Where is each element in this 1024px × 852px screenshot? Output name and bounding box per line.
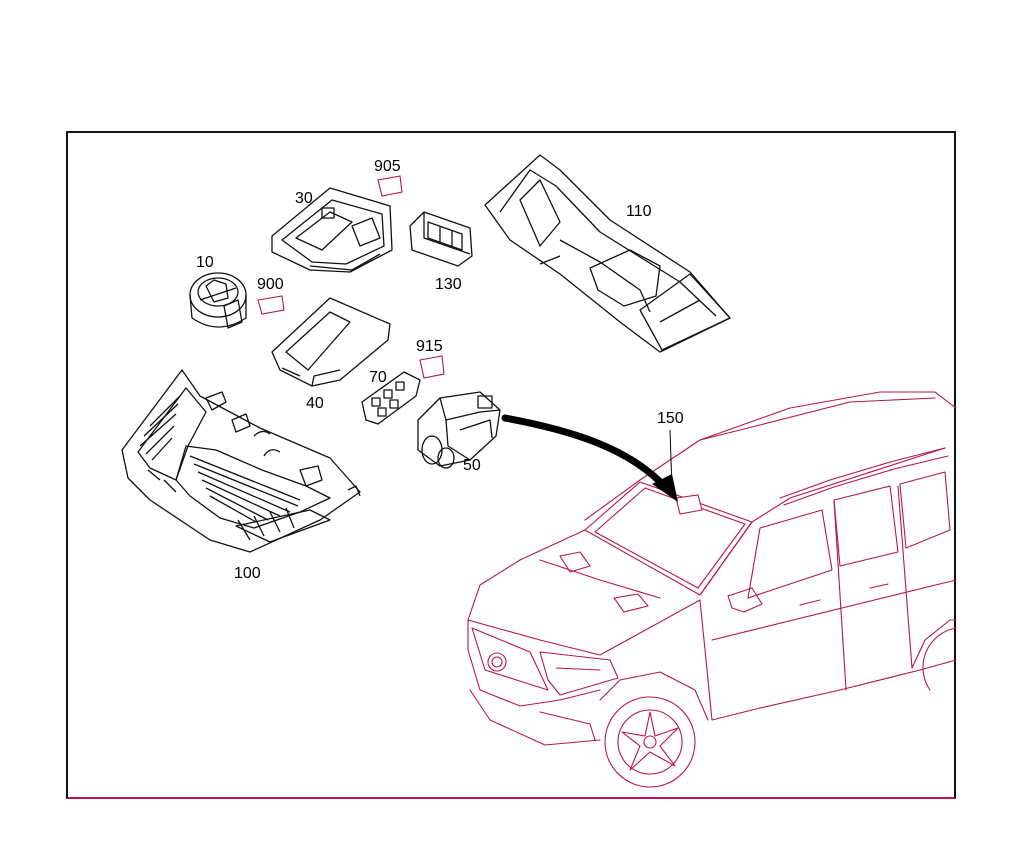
rain-sensor-marker	[675, 494, 703, 515]
part-70-control-panel	[361, 371, 421, 425]
callout-130: 130	[435, 276, 462, 293]
part-110-trim-panel	[484, 154, 731, 353]
callout-70: 70	[369, 369, 387, 386]
callout-30: 30	[295, 190, 313, 207]
diagram-frame	[66, 131, 956, 799]
part-50-sensor-module	[417, 391, 501, 469]
part-130-switch	[409, 211, 473, 267]
part-40-cover	[271, 297, 391, 387]
callout-40: 40	[306, 395, 324, 412]
part-900-cap	[257, 295, 285, 315]
callout-110: 110	[626, 203, 652, 220]
leader-150	[669, 429, 673, 491]
callout-50: 50	[463, 457, 481, 474]
callout-900: 900	[257, 276, 284, 293]
callout-100: 100	[234, 565, 261, 582]
callout-915: 915	[416, 338, 443, 355]
location-arrow	[501, 414, 678, 502]
callout-905: 905	[374, 158, 401, 175]
part-915-cap	[419, 355, 445, 379]
part-10-connector	[189, 272, 247, 329]
part-30-housing	[271, 187, 393, 273]
callout-10: 10	[196, 254, 214, 271]
vehicle-illustration	[467, 391, 957, 788]
callout-150: 150	[657, 410, 684, 427]
part-100-overhead-console	[121, 369, 361, 553]
part-905-cap	[377, 175, 403, 197]
